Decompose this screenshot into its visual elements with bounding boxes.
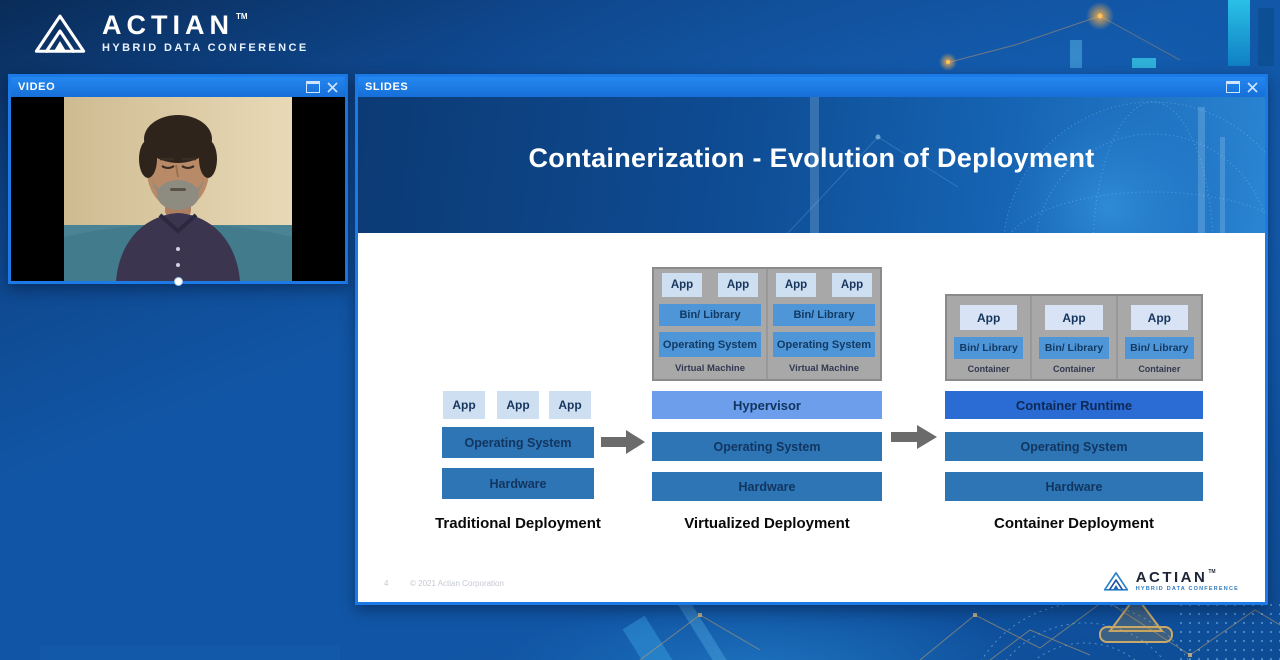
video-titlebar[interactable]: VIDEO bbox=[11, 77, 345, 97]
copyright-text: © 2021 Actian Corporation bbox=[410, 579, 504, 588]
virtual-machines-group: App App Bin/ Library Operating System Vi… bbox=[652, 267, 882, 381]
container-unit: App Bin/ Library Container bbox=[1030, 296, 1115, 379]
arrow-right-icon bbox=[891, 425, 937, 449]
slide: Containerization - Evolution of Deployme… bbox=[358, 97, 1265, 602]
vm-os-box: Operating System bbox=[773, 332, 875, 357]
hardware-layer: Hardware bbox=[652, 472, 882, 501]
operating-system-layer: Operating System bbox=[652, 432, 882, 461]
actian-mountain-icon bbox=[34, 14, 86, 53]
resize-handle[interactable] bbox=[174, 277, 183, 286]
video-maximize-icon[interactable] bbox=[306, 81, 320, 93]
vm-caption: Virtual Machine bbox=[674, 362, 746, 374]
slide-footer-logo: ACTIAN TM HYBRID DATA CONFERENCE bbox=[1103, 570, 1239, 592]
app-box: App bbox=[549, 391, 591, 419]
speaker-webcam-image bbox=[64, 97, 292, 281]
container-caption: Container bbox=[1052, 364, 1095, 374]
slide-title: Containerization - Evolution of Deployme… bbox=[528, 143, 1095, 173]
video-close-icon[interactable] bbox=[327, 81, 338, 93]
app-box: App bbox=[497, 391, 539, 419]
app-box: App bbox=[443, 391, 485, 419]
bin-library-box: Bin/ Library bbox=[659, 304, 761, 326]
app-box: App bbox=[718, 273, 758, 297]
hardware-layer: Hardware bbox=[442, 468, 594, 499]
brand-tagline: HYBRID DATA CONFERENCE bbox=[102, 42, 309, 54]
diagram-label: Container Deployment bbox=[993, 515, 1155, 532]
container-caption: Container bbox=[967, 364, 1010, 374]
app-box: App bbox=[832, 273, 872, 297]
brand-name: ACTIAN bbox=[102, 10, 234, 40]
container-caption: Container bbox=[1138, 364, 1181, 374]
trademark-symbol: TM bbox=[1208, 569, 1216, 575]
app-box: App bbox=[1045, 305, 1103, 330]
slides-maximize-icon[interactable] bbox=[1226, 81, 1240, 93]
app-box: App bbox=[960, 305, 1018, 330]
container-runtime-layer: Container Runtime bbox=[945, 391, 1203, 419]
vm-caption: Virtual Machine bbox=[788, 362, 860, 374]
diagram-label: Virtualized Deployment bbox=[684, 515, 850, 532]
brand-tagline: HYBRID DATA CONFERENCE bbox=[1135, 586, 1239, 592]
actian-mountain-icon bbox=[1103, 572, 1128, 591]
trademark-symbol: TM bbox=[236, 12, 248, 21]
container-unit: App Bin/ Library Container bbox=[947, 296, 1030, 379]
virtual-machine: App App Bin/ Library Operating System Vi… bbox=[766, 269, 880, 379]
warning-triangle-decoration bbox=[1099, 594, 1173, 643]
video-panel: VIDEO bbox=[8, 74, 348, 286]
bin-library-box: Bin/ Library bbox=[954, 337, 1024, 359]
app-box: App bbox=[1130, 305, 1188, 330]
container-unit: App Bin/ Library Container bbox=[1115, 296, 1201, 379]
bin-library-box: Bin/ Library bbox=[1039, 337, 1109, 359]
brand-name: ACTIAN bbox=[1135, 569, 1208, 586]
slide-header: Containerization - Evolution of Deployme… bbox=[358, 97, 1265, 233]
slides-panel-title: SLIDES bbox=[365, 81, 409, 93]
globe-decoration bbox=[787, 97, 1265, 233]
actian-logo: ACTIAN TM HYBRID DATA CONFERENCE bbox=[33, 9, 309, 57]
containers-group: App Bin/ Library Container App Bin/ Libr… bbox=[945, 294, 1203, 381]
diagram-label: Traditional Deployment bbox=[435, 515, 601, 532]
virtual-machine: App App Bin/ Library Operating System Vi… bbox=[654, 269, 766, 379]
video-feed bbox=[11, 97, 345, 281]
slides-close-icon[interactable] bbox=[1247, 81, 1258, 93]
bin-library-box: Bin/ Library bbox=[773, 304, 875, 326]
slides-panel: SLIDES bbox=[355, 74, 1268, 605]
arrow-right-icon bbox=[601, 430, 645, 454]
operating-system-layer: Operating System bbox=[442, 427, 594, 458]
hardware-layer: Hardware bbox=[945, 472, 1203, 501]
page-number: 4 bbox=[384, 579, 389, 588]
app-box: App bbox=[776, 273, 816, 297]
bin-library-box: Bin/ Library bbox=[1124, 337, 1194, 359]
hypervisor-layer: Hypervisor bbox=[652, 391, 882, 419]
operating-system-layer: Operating System bbox=[945, 432, 1203, 461]
video-panel-title: VIDEO bbox=[18, 81, 56, 93]
slides-titlebar[interactable]: SLIDES bbox=[358, 77, 1265, 97]
app-box: App bbox=[662, 273, 702, 297]
vm-os-box: Operating System bbox=[659, 332, 761, 357]
